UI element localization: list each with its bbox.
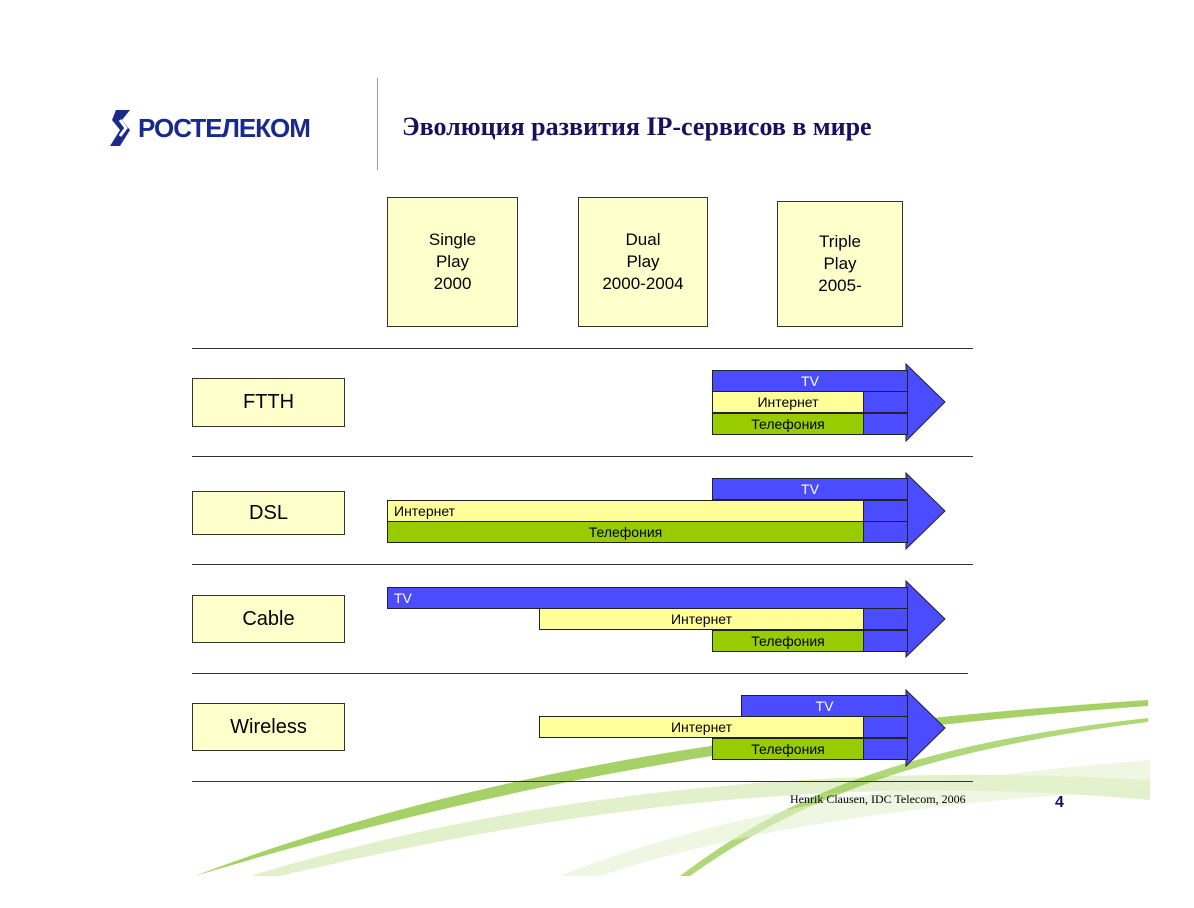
wireless-internet-tail bbox=[863, 716, 908, 738]
cable-telephony-bar: Телефония bbox=[712, 630, 864, 652]
row-divider bbox=[192, 673, 968, 674]
ftth-tv-bar: TV bbox=[712, 370, 908, 392]
dsl-telephony-tail bbox=[863, 521, 908, 543]
row-divider bbox=[192, 781, 973, 782]
cable-tv-bar: TV bbox=[387, 587, 908, 609]
wireless-telephony-bar: Телефония bbox=[712, 738, 864, 760]
slide-title: Эволюция развития IP-сервисов в мире bbox=[402, 112, 872, 141]
cable-telephony-tail bbox=[863, 630, 908, 652]
ftth-telephony-tail bbox=[863, 413, 908, 435]
ftth-telephony-bar: Телефония bbox=[712, 413, 864, 435]
tech-ftth: FTTH bbox=[192, 378, 345, 427]
source-citation: Henrik Clausen, IDC Telecom, 2006 bbox=[790, 792, 966, 806]
wireless-internet-bar: Интернет bbox=[539, 716, 864, 738]
rostelecom-logo: РОСТЕЛЕКОМ bbox=[108, 110, 311, 146]
dsl-internet-tail bbox=[863, 500, 908, 522]
dsl-internet-bar: Интернет bbox=[387, 500, 864, 522]
ftth-internet-bar: Интернет bbox=[712, 391, 864, 413]
row-divider bbox=[192, 564, 973, 565]
row-divider bbox=[192, 456, 973, 457]
row-divider bbox=[192, 348, 973, 349]
header-divider bbox=[377, 78, 378, 170]
tech-dsl: DSL bbox=[192, 491, 345, 535]
cable-internet-bar: Интернет bbox=[539, 608, 864, 630]
dsl-tv-bar: TV bbox=[712, 478, 908, 500]
logo-icon bbox=[110, 110, 130, 146]
ftth-internet-tail bbox=[863, 391, 908, 413]
cable-internet-tail bbox=[863, 608, 908, 630]
logo-text: РОСТЕЛЕКОМ bbox=[138, 112, 311, 143]
wireless-tv-bar: TV bbox=[741, 695, 908, 717]
page-number: 4 bbox=[1055, 794, 1064, 811]
dsl-telephony-bar: Телефония bbox=[387, 521, 864, 543]
wireless-telephony-tail bbox=[863, 738, 908, 760]
tech-cable: Cable bbox=[192, 595, 345, 643]
tech-wireless: Wireless bbox=[192, 703, 345, 751]
